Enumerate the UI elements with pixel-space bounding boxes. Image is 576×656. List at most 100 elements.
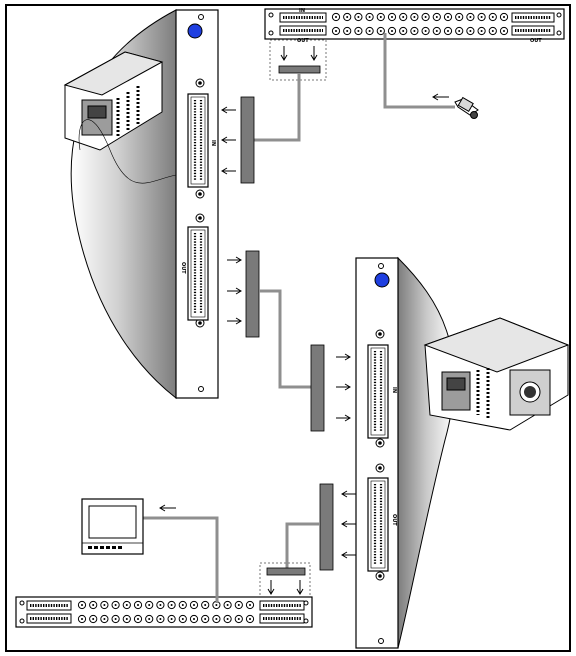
bnc-jack-pin: [481, 16, 483, 18]
lower-out-arrows: [342, 491, 356, 558]
bnc-jack-pin: [503, 30, 505, 32]
bnc-jack-pin: [369, 16, 371, 18]
bnc-jack-pin: [249, 618, 251, 620]
bnc-jack-pin: [458, 30, 460, 32]
monitor-icon: [82, 499, 143, 554]
lower-in-splitter: [311, 345, 324, 431]
bnc-jack-pin: [492, 30, 494, 32]
top-patch-right-in-connector: [512, 13, 554, 22]
bottom-breakout-bar: [267, 568, 305, 575]
bnc-jack-pin: [171, 604, 173, 606]
upper-card-out-label: OUT: [180, 262, 186, 274]
bnc-jack-pin: [425, 30, 427, 32]
bnc-jack-pin: [215, 604, 217, 606]
bnc-jack-pin: [357, 30, 359, 32]
lower-card-fold: [398, 258, 454, 648]
bnc-jack-pin: [447, 16, 449, 18]
bnc-jack-pin: [126, 618, 128, 620]
top-breakout-arrows: [281, 46, 317, 60]
bnc-jack-pin: [238, 618, 240, 620]
bnc-jack-pin: [380, 16, 382, 18]
inter-card-cable: [259, 291, 311, 387]
lower-out-splitter: [320, 484, 333, 570]
bnc-jack-pin: [182, 618, 184, 620]
upper-card-faceplate: [176, 10, 218, 398]
bnc-jack-pin: [481, 30, 483, 32]
bnc-jack-pin: [92, 618, 94, 620]
upper-card: IN OUT: [65, 10, 218, 398]
bnc-jack-pin: [182, 604, 184, 606]
bnc-jack-pin: [413, 30, 415, 32]
bnc-jack-pin: [469, 16, 471, 18]
top-patch-right-out-label: OUT: [530, 38, 542, 44]
bottom-breakout-arrows: [268, 580, 303, 594]
bnc-jack-pin: [238, 604, 240, 606]
lower-out-cable: [287, 524, 320, 572]
bnc-jack-pin: [204, 618, 206, 620]
bnc-jack-pin: [227, 618, 229, 620]
bnc-jack-pin: [159, 618, 161, 620]
top-patch-panel: IN OUT OUT: [265, 8, 564, 44]
bnc-jack-pin: [503, 16, 505, 18]
monitor-cable: [143, 518, 217, 603]
bnc-jack-pin: [391, 30, 393, 32]
lower-in-arrows: [336, 354, 350, 421]
top-patch-in-connector: [280, 13, 326, 22]
bnc-jack-pin: [447, 30, 449, 32]
bnc-jack-pin: [215, 618, 217, 620]
bnc-jack-pin: [148, 604, 150, 606]
camera-arrow: [433, 94, 449, 100]
bnc-jack-pin: [193, 604, 195, 606]
top-patch-out-connector: [280, 26, 326, 35]
bnc-jack-pin: [402, 30, 404, 32]
upper-in-arrows: [222, 107, 236, 174]
lower-card-faceplate: [356, 258, 398, 648]
bnc-jack-pin: [137, 618, 139, 620]
camera-icon: [455, 98, 478, 119]
bnc-jack-pin: [227, 604, 229, 606]
bnc-jack-pin: [126, 604, 128, 606]
upper-card-in-label: IN: [210, 140, 216, 146]
top-breakout-bar: [279, 66, 320, 73]
lower-card: IN OUT: [356, 258, 568, 648]
bnc-jack-pin: [402, 16, 404, 18]
bnc-jack-pin: [436, 30, 438, 32]
bnc-jack-pin: [335, 30, 337, 32]
top-patch-right-out-connector: [512, 26, 554, 35]
bnc-jack-pin: [171, 618, 173, 620]
lower-card-in-label: IN: [391, 387, 397, 393]
lower-card-led: [375, 273, 389, 287]
bnc-jack-pin: [492, 16, 494, 18]
top-patch-in-label: IN: [299, 8, 305, 14]
bnc-jack-pin: [346, 16, 348, 18]
upper-card-in-connector: [188, 94, 208, 187]
camera-cable: [385, 33, 455, 107]
bnc-jack-pin: [159, 604, 161, 606]
bnc-jack-pin: [458, 16, 460, 18]
top-patch-out-label: OUT: [297, 38, 309, 44]
bnc-jack-pin: [335, 16, 337, 18]
bnc-jack-pin: [436, 16, 438, 18]
monitor-arrow: [160, 505, 176, 511]
bnc-jack-pin: [369, 30, 371, 32]
bottom-patch-panel: [16, 597, 312, 627]
upper-out-splitter: [246, 251, 259, 337]
upper-card-led: [188, 24, 202, 38]
bnc-jack-pin: [92, 604, 94, 606]
bnc-jack-pin: [391, 16, 393, 18]
top-breakout-cable: [254, 73, 299, 140]
bnc-jack-pin: [103, 618, 105, 620]
bnc-jack-pin: [193, 618, 195, 620]
bnc-jack-pin: [469, 30, 471, 32]
lower-card-out-connector: [368, 478, 388, 571]
bnc-jack-pin: [425, 16, 427, 18]
bnc-jack-pin: [413, 16, 415, 18]
bnc-jack-pin: [204, 604, 206, 606]
bnc-jack-pin: [137, 604, 139, 606]
bnc-jack-pin: [249, 604, 251, 606]
upper-out-arrows: [227, 257, 241, 324]
upper-card-out-connector: [188, 227, 208, 320]
bnc-jack-pin: [380, 30, 382, 32]
lower-card-out-label: OUT: [391, 514, 397, 526]
